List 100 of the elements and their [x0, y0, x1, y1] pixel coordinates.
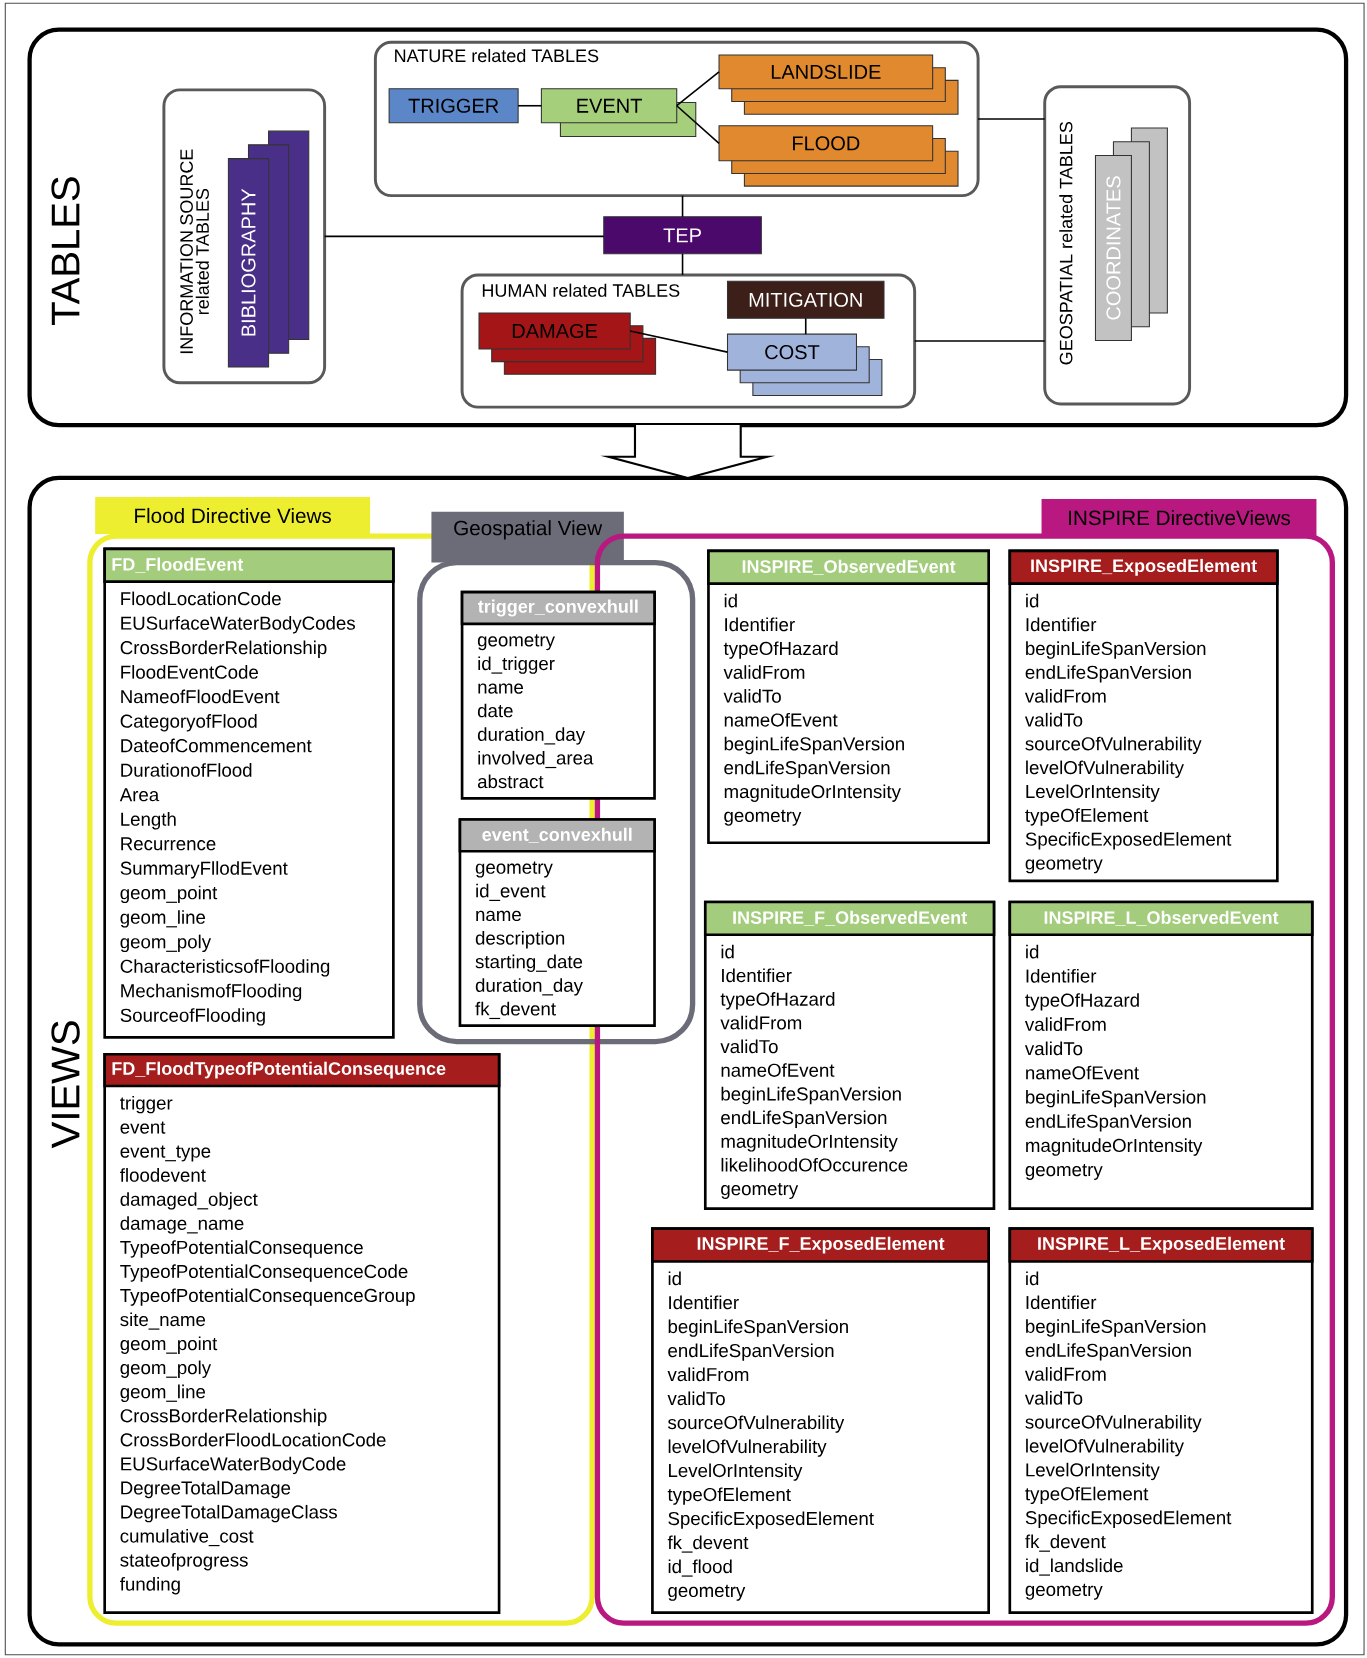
field-name: validFrom	[1024, 1017, 1106, 1032]
connector-line	[804, 317, 807, 335]
field-name: geometry	[1025, 857, 1103, 874]
field-name: geometry	[1025, 1583, 1103, 1600]
field-name: name	[478, 683, 523, 694]
field-name: starting_date	[475, 954, 583, 972]
table-box: MITIGATION	[726, 280, 885, 319]
table-header: event_convexhull	[458, 818, 656, 853]
table-box	[103, 547, 395, 1039]
table-box	[703, 900, 996, 1210]
table-box	[1008, 549, 1279, 883]
field-name: event	[120, 1121, 166, 1134]
field-name: sourceOfVulnerability	[667, 1415, 845, 1433]
field-name: geom_point	[120, 1336, 218, 1354]
field-name: beginLifeSpanVersion	[1026, 641, 1206, 659]
table-header: INSPIRE_F_ExposedElement	[651, 1227, 990, 1263]
field-name: CrossBorderFloodLocationCode	[120, 1432, 386, 1447]
field-name: involved_area	[478, 750, 594, 769]
table-box: TEP	[603, 216, 762, 255]
field-name: TypeofPotentialConsequenceCode	[120, 1264, 408, 1282]
field-name: duration_day	[477, 727, 585, 745]
field-name: DurationofFlood	[121, 763, 252, 777]
table-box	[103, 1052, 501, 1614]
stacked-table-box: COST	[726, 333, 883, 396]
field-name: CrossBorderRelationship	[120, 640, 327, 658]
field-name: geom_poly	[120, 1360, 211, 1378]
field-name: beginLifeSpanVersion	[668, 1319, 848, 1337]
field-name: duration_day	[475, 978, 583, 996]
field-name: floodevent	[119, 1168, 206, 1182]
field-name: beginLifeSpanVersion	[721, 1086, 901, 1105]
field-name: SourceofFlooding	[120, 1008, 265, 1026]
field-name: typeOfHazard	[720, 992, 835, 1010]
field-name: fk_devent	[1025, 1534, 1106, 1552]
table-box	[707, 549, 990, 845]
connector-line	[977, 118, 1046, 120]
stacked-table-box: BIBLIOGRAPHY	[227, 130, 310, 368]
field-name: SummaryFllodEvent	[120, 861, 288, 879]
field-name: Identifier	[669, 1295, 739, 1310]
stacked-table-box: LANDSLIDE	[718, 54, 959, 115]
field-name: endLifeSpanVersion	[1025, 665, 1191, 683]
field-name: abstract	[477, 774, 544, 789]
field-name: levelOfVulnerability	[1026, 1438, 1184, 1457]
field-name: geometry	[668, 1584, 746, 1601]
field-name: validTo	[723, 689, 781, 703]
field-name: FloodLocationCode	[121, 591, 281, 606]
field-name: sourceOfVulnerability	[1025, 1414, 1202, 1433]
field-name: SpecificExposedElement	[1025, 1510, 1232, 1528]
field-name: fk_devent	[475, 1001, 556, 1020]
connector-line	[517, 104, 543, 107]
field-name: nameOfEvent	[721, 1063, 835, 1077]
field-name: Area	[119, 788, 160, 802]
connector-line	[681, 253, 684, 276]
node-label: COST	[765, 345, 820, 360]
field-name: typeOfElement	[667, 1487, 791, 1505]
stacked-table-box: DAMAGE	[478, 312, 657, 375]
field-name: SpecificExposedElement	[1025, 832, 1232, 850]
field-name: validTo	[667, 1391, 725, 1406]
field-name: Identifier	[1026, 968, 1097, 983]
table-header: INSPIRE_L_ObservedEvent	[1008, 900, 1314, 937]
field-name: magnitudeOrIntensity	[724, 784, 901, 802]
field-name: Identifier	[725, 617, 795, 632]
field-name: typeOfHazard	[723, 641, 838, 659]
stacked-table-box: FLOOD	[718, 125, 959, 187]
field-name: beginLifeSpanVersion	[724, 736, 904, 755]
field-name: validFrom	[1024, 689, 1106, 703]
field-name: name	[476, 910, 521, 922]
field-name: DateofCommencement	[121, 738, 312, 753]
field-name: date	[477, 703, 513, 718]
field-name: EUSurfaceWaterBodyCodes	[121, 616, 355, 634]
table-box	[651, 1227, 990, 1614]
field-name: beginLifeSpanVersion	[1026, 1319, 1206, 1337]
field-name: NameofFloodEvent	[121, 689, 280, 704]
table-header: trigger_convexhull	[460, 590, 656, 626]
connector-line	[675, 71, 720, 107]
field-name: geometry	[1025, 1164, 1103, 1180]
field-name: geom_line	[120, 1384, 205, 1402]
field-name: LevelOrIntensity	[1026, 784, 1160, 802]
field-name: LevelOrIntensity	[668, 1463, 803, 1481]
field-name: id_flood	[668, 1559, 732, 1577]
field-name: geometry	[477, 634, 555, 651]
field-name: validFrom	[720, 1015, 801, 1030]
table-box	[460, 590, 656, 800]
field-name: EUSurfaceWaterBodyCode	[121, 1456, 346, 1475]
field-name: validTo	[1024, 1391, 1083, 1405]
field-name: CrossBorderRelationship	[120, 1408, 327, 1427]
field-name: damaged_object	[120, 1192, 258, 1210]
field-name: endLifeSpanVersion	[668, 1343, 834, 1361]
table-box	[1008, 900, 1314, 1210]
stacked-table-box: EVENT	[540, 88, 697, 137]
field-name: TypeofPotentialConsequenceGroup	[120, 1288, 415, 1306]
table-header: INSPIRE_L_ExposedElement	[1008, 1227, 1314, 1263]
field-name: id	[1026, 593, 1039, 608]
field-name: funding	[119, 1577, 180, 1595]
field-name: id	[1026, 944, 1039, 959]
field-name: magnitudeOrIntensity	[1026, 1138, 1203, 1156]
node-label: COORDINATES	[1106, 176, 1121, 320]
field-name: MechanismofFlooding	[121, 983, 302, 1002]
field-name: geom_poly	[120, 934, 211, 953]
field-name: magnitudeOrIntensity	[721, 1134, 898, 1152]
field-name: fk_devent	[667, 1535, 749, 1553]
